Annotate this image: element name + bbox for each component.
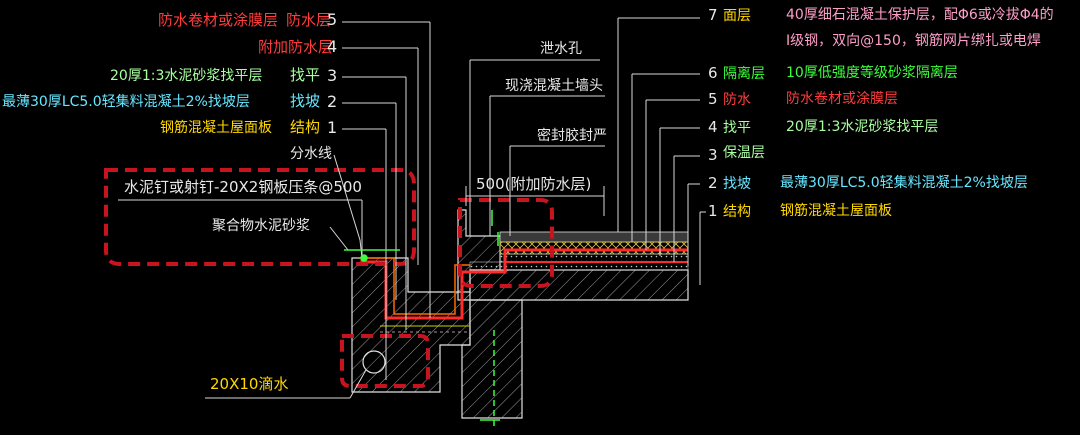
waterproof-membrane [360, 248, 688, 333]
left-layer2-num: 2 [327, 92, 338, 111]
right-layer2-num: 2 [708, 174, 718, 192]
green-markers [344, 210, 500, 430]
right-layer2-role: 找坡 [723, 176, 751, 192]
split-line-label: 分水线 [290, 146, 332, 162]
right-layer1-desc: 钢筋混凝土屋面板 [780, 203, 892, 219]
right-layer5-num: 5 [708, 90, 718, 108]
sealant-label: 密封胶封严 [537, 128, 607, 144]
right-layer6-num: 6 [708, 64, 718, 82]
cast-head-label: 现浇混凝土墙头 [505, 78, 603, 94]
drip-groove [362, 350, 386, 374]
right-layer1-role: 结构 [723, 204, 751, 220]
right-layer2-desc: 最薄30厚LC5.0轻集料混凝土2%找坡层 [780, 175, 1028, 191]
right-layer5-role: 防水 [723, 92, 751, 108]
right-layer3-role: 保温层 [723, 145, 765, 161]
left-layer2-material: 最薄30厚LC5.0轻集料混凝土2%找坡层 [2, 94, 250, 110]
right-layer3-num: 3 [708, 146, 718, 164]
right-layer6-role: 隔离层 [723, 66, 765, 82]
right-layer6-desc: 10厚低强度等级砂浆隔离层 [786, 65, 958, 81]
left-layer3-num: 3 [327, 66, 338, 85]
left-layer5-role: 防水层 [286, 11, 332, 29]
left-layer1-role: 结构 [290, 118, 321, 136]
right-layer5-desc: 防水卷材或涂膜层 [786, 91, 898, 107]
left-layer4-num: 4 [327, 37, 338, 56]
left-layer3-material: 20厚1:3水泥砂浆找平层 [110, 68, 263, 84]
right-layer7-desc-line1: 40厚细石混凝土保护层，配Φ6或冷拔Φ4的 [786, 7, 1054, 23]
left-layer5-material: 防水卷材或涂膜层 [158, 11, 279, 29]
mortar-label: 聚合物水泥砂浆 [212, 218, 310, 234]
left-layer1-num: 1 [327, 118, 338, 137]
left-layer4-role: 附加防水层 [258, 38, 334, 56]
right-layer4-num: 4 [708, 118, 718, 136]
left-layer2-role: 找坡 [290, 92, 321, 110]
right-layer7-num: 7 [708, 6, 718, 24]
right-layer7-role: 面层 [723, 8, 751, 24]
left-layer3-role: 找平 [290, 66, 321, 84]
leader-lines [118, 17, 706, 399]
left-layer5-num: 5 [327, 10, 338, 29]
dimension-500-label: 500(附加防水层) [476, 175, 592, 193]
right-layer7-desc-line2: I级钢，双向@150，钢筋网片绑扎或电焊 [786, 33, 1041, 49]
highlight-boxes [104, 168, 554, 388]
drip-label: 20X10滴水 [210, 375, 289, 393]
left-layer1-material: 钢筋混凝土屋面板 [160, 120, 272, 136]
drain-hole-label: 泄水孔 [540, 41, 582, 57]
right-layer1-num: 1 [708, 202, 718, 220]
nail-label: 水泥钉或射钉-20X2钢板压条@500 [124, 178, 362, 196]
right-layer4-role: 找平 [723, 120, 751, 136]
right-layer4-desc: 20厚1:3水泥砂浆找平层 [786, 119, 939, 135]
